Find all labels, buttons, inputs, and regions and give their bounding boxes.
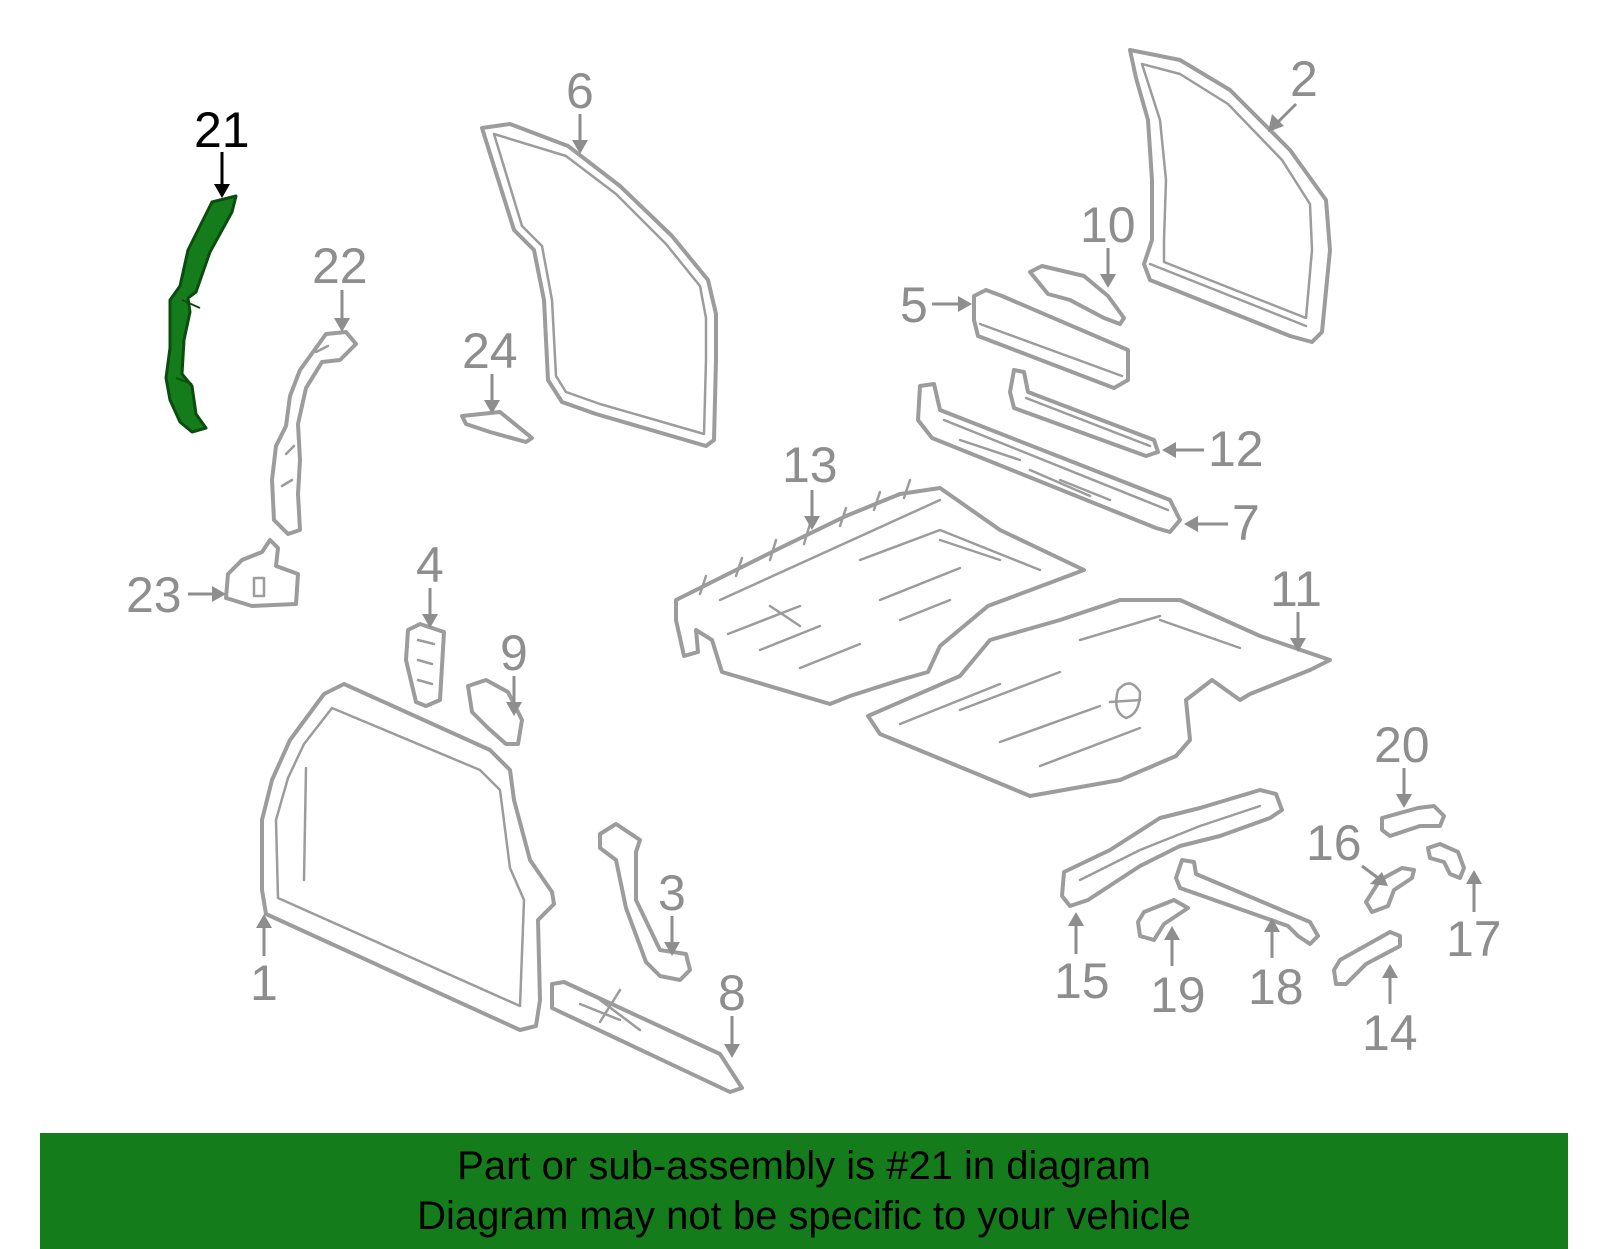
part-21-highlighted[interactable] [164, 194, 238, 434]
callout-24[interactable]: 24 [462, 323, 518, 414]
callout-13[interactable]: 13 [782, 437, 838, 530]
part-22[interactable] [270, 330, 358, 536]
callout-11[interactable]: 11 [1270, 561, 1322, 652]
svg-text:1: 1 [250, 955, 278, 1011]
svg-text:15: 15 [1054, 953, 1110, 1009]
part-10[interactable] [1028, 264, 1126, 326]
callout-7[interactable]: 7 [1184, 495, 1260, 551]
banner-line-part: Part or sub-assembly is #21 in diagram [457, 1144, 1151, 1188]
svg-text:11: 11 [1270, 561, 1322, 617]
part-14[interactable] [1332, 930, 1402, 986]
callout-18[interactable]: 18 [1248, 918, 1304, 1015]
svg-text:20: 20 [1374, 717, 1430, 773]
part-15[interactable] [1060, 788, 1284, 908]
part-11[interactable] [866, 598, 1332, 798]
svg-text:6: 6 [566, 63, 594, 119]
svg-text:8: 8 [718, 965, 746, 1021]
part-8[interactable] [550, 980, 744, 1094]
svg-text:5: 5 [900, 277, 928, 333]
callout-5[interactable]: 5 [900, 277, 972, 333]
callout-15[interactable]: 15 [1054, 912, 1110, 1009]
part-2[interactable] [1128, 48, 1332, 344]
svg-text:22: 22 [312, 238, 368, 294]
svg-text:17: 17 [1446, 911, 1502, 967]
callout-16[interactable]: 16 [1306, 815, 1388, 886]
callout-4[interactable]: 4 [416, 537, 444, 628]
part-5[interactable] [972, 288, 1130, 390]
svg-text:14: 14 [1362, 1005, 1418, 1061]
callout-14[interactable]: 14 [1362, 964, 1418, 1061]
callout-2[interactable]: 2 [1268, 51, 1318, 132]
svg-text:18: 18 [1248, 959, 1304, 1015]
part-4[interactable] [404, 622, 446, 708]
callout-1[interactable]: 1 [250, 914, 278, 1011]
callout-22[interactable]: 22 [312, 238, 368, 332]
banner-line-disclaimer: Diagram may not be specific to your vehi… [417, 1194, 1191, 1238]
part-7[interactable] [916, 382, 1182, 534]
callout-17[interactable]: 17 [1446, 870, 1502, 967]
part-17[interactable] [1426, 842, 1466, 880]
part-3[interactable] [598, 822, 692, 982]
part-24[interactable] [460, 410, 534, 444]
part-6[interactable] [480, 122, 718, 448]
svg-text:7: 7 [1232, 495, 1260, 551]
svg-text:21: 21 [194, 102, 250, 158]
part-16[interactable] [1364, 866, 1416, 914]
callout-3[interactable]: 3 [658, 865, 686, 956]
svg-text:13: 13 [782, 437, 838, 493]
callout-8[interactable]: 8 [718, 965, 746, 1058]
svg-text:16: 16 [1306, 815, 1362, 871]
svg-text:19: 19 [1150, 967, 1206, 1023]
svg-text:3: 3 [658, 865, 686, 921]
info-banner: Part or sub-assembly is #21 in diagram D… [40, 1133, 1568, 1249]
callout-20[interactable]: 20 [1374, 717, 1430, 808]
callout-12[interactable]: 12 [1162, 421, 1264, 477]
part-1[interactable] [260, 682, 556, 1032]
svg-text:10: 10 [1080, 197, 1136, 253]
callout-6[interactable]: 6 [566, 63, 594, 154]
callout-9[interactable]: 9 [500, 625, 528, 716]
part-23[interactable] [224, 538, 300, 608]
callout-21[interactable]: 21 [194, 102, 250, 198]
part-18[interactable] [1174, 858, 1320, 946]
svg-text:24: 24 [462, 323, 518, 379]
part-19[interactable] [1136, 898, 1190, 942]
part-12[interactable] [1008, 368, 1160, 458]
svg-text:2: 2 [1290, 51, 1318, 107]
callout-10[interactable]: 10 [1080, 197, 1136, 288]
part-20[interactable] [1380, 804, 1446, 838]
part-13[interactable] [674, 478, 1086, 706]
callout-23[interactable]: 23 [126, 567, 226, 623]
svg-text:12: 12 [1208, 421, 1264, 477]
svg-text:4: 4 [416, 537, 444, 593]
part-9[interactable] [466, 678, 524, 746]
svg-text:9: 9 [500, 625, 528, 681]
callout-19[interactable]: 19 [1150, 926, 1206, 1023]
svg-text:23: 23 [126, 567, 182, 623]
